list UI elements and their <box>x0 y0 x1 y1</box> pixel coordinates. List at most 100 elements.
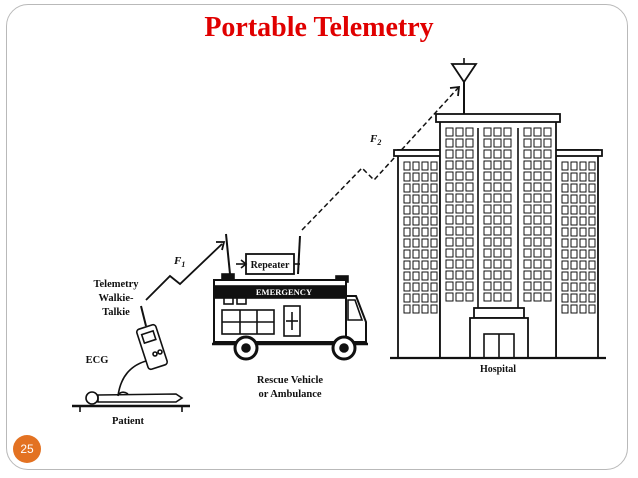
hospital-window <box>533 160 542 170</box>
hospital-window <box>445 281 454 291</box>
hospital-window <box>455 193 464 203</box>
radio-link-f2 <box>301 87 459 231</box>
hospital-window <box>570 238 578 248</box>
hospital-windows-right-wing <box>561 161 596 314</box>
hospital-window <box>455 149 464 159</box>
hospital-window <box>430 194 438 204</box>
hospital-window <box>430 260 438 270</box>
hospital-window <box>421 282 429 292</box>
hospital-window <box>455 160 464 170</box>
hospital-window <box>465 281 474 291</box>
hospital-window <box>421 194 429 204</box>
walkie-talkie-device <box>135 305 169 371</box>
hospital-window <box>483 226 492 236</box>
hospital-window <box>483 127 492 137</box>
hospital-window <box>543 248 552 258</box>
hospital-windows-tower <box>445 127 552 302</box>
hospital-window <box>430 172 438 182</box>
hospital-window <box>533 248 542 258</box>
hospital-window <box>412 249 420 259</box>
hospital-window <box>503 193 512 203</box>
hospital-window <box>561 260 569 270</box>
hospital-window <box>503 171 512 181</box>
hospital-window <box>570 271 578 281</box>
hospital-window <box>403 238 411 248</box>
hospital-window <box>445 138 454 148</box>
hospital-window <box>465 204 474 214</box>
hospital-window <box>403 293 411 303</box>
hospital-window <box>543 149 552 159</box>
hospital-window <box>403 216 411 226</box>
hospital-window <box>403 172 411 182</box>
hospital-window <box>412 216 420 226</box>
hospital-window <box>533 237 542 247</box>
hospital-window <box>493 237 502 247</box>
hospital-window <box>493 204 502 214</box>
hospital-window <box>503 127 512 137</box>
hospital-window <box>455 138 464 148</box>
hospital-window <box>588 304 596 314</box>
hospital-window <box>421 304 429 314</box>
hospital-window <box>493 281 502 291</box>
hospital-window <box>483 182 492 192</box>
hospital-window <box>533 259 542 269</box>
hospital-window <box>543 193 552 203</box>
hospital-window <box>445 149 454 159</box>
hospital-window <box>421 260 429 270</box>
hospital-window <box>483 281 492 291</box>
hospital-window <box>561 249 569 259</box>
hospital-window <box>412 205 420 215</box>
radio-link-f1 <box>145 243 223 301</box>
hospital-window <box>543 160 552 170</box>
hospital-window <box>588 227 596 237</box>
hospital-window <box>533 149 542 159</box>
hospital-window <box>430 183 438 193</box>
hospital-window <box>493 215 502 225</box>
hospital-window <box>588 271 596 281</box>
hospital-window <box>543 171 552 181</box>
hospital-window <box>503 182 512 192</box>
label-walkie-line2: Walkie- <box>98 293 134 304</box>
hospital-window <box>503 204 512 214</box>
hospital-window <box>430 304 438 314</box>
hospital-window <box>533 182 542 192</box>
hospital-window <box>579 205 587 215</box>
hospital-window <box>543 237 552 247</box>
hospital-window <box>403 183 411 193</box>
hospital-window <box>455 182 464 192</box>
hospital-window <box>543 259 552 269</box>
hospital-window <box>588 293 596 303</box>
label-rescue-line2: or Ambulance <box>258 389 321 400</box>
slide-title: Portable Telemetry <box>204 12 434 43</box>
hospital-window <box>430 271 438 281</box>
hospital-window <box>445 127 454 137</box>
hospital-window <box>523 215 532 225</box>
hospital-window <box>445 226 454 236</box>
hospital-window <box>543 292 552 302</box>
hospital-window <box>579 172 587 182</box>
label-repeater: Repeater <box>251 260 290 271</box>
hospital-window <box>493 248 502 258</box>
label-emergency: EMERGENCY <box>256 287 312 297</box>
hospital-window <box>403 194 411 204</box>
hospital-window <box>570 260 578 270</box>
hospital-window <box>465 171 474 181</box>
hospital-window <box>533 226 542 236</box>
hospital-window <box>533 215 542 225</box>
hospital-window <box>523 248 532 258</box>
hospital-window <box>412 282 420 292</box>
hospital-window <box>561 205 569 215</box>
patient-figure <box>72 391 190 412</box>
hospital-window <box>533 193 542 203</box>
hospital-window <box>465 193 474 203</box>
hospital-window <box>465 259 474 269</box>
label-f1: F1 <box>173 255 185 269</box>
hospital-window <box>430 238 438 248</box>
hospital-window <box>579 282 587 292</box>
hospital-window <box>523 204 532 214</box>
hospital-window <box>561 304 569 314</box>
hospital-window <box>455 204 464 214</box>
hospital-window <box>503 292 512 302</box>
hospital-window <box>533 127 542 137</box>
hospital-window <box>579 260 587 270</box>
